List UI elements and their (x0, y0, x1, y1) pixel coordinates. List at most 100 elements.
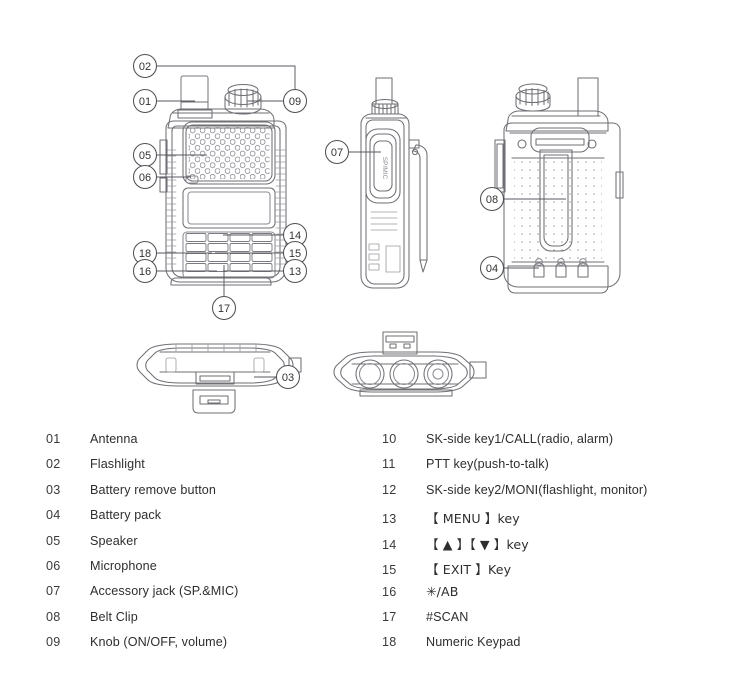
legend-label: Battery remove button (90, 482, 217, 497)
legend-label: Flashlight (90, 457, 145, 472)
svg-text:08: 08 (486, 194, 498, 206)
battery-latch (195, 371, 235, 385)
volume-knob (224, 83, 262, 115)
keypad (182, 231, 276, 279)
legend-label: Antenna (90, 432, 138, 446)
svg-text:13: 13 (289, 266, 301, 278)
callout-01[interactable]: 01 (132, 88, 158, 114)
svg-text:14: 14 (289, 230, 301, 242)
rear-view-drawing (494, 77, 624, 294)
legend-item: 12 SK-side key2/MONI(flashlight, monitor) (382, 483, 727, 508)
legend-item: 15 【 EXIT 】Key (382, 559, 727, 584)
legend-label: Belt Clip (90, 609, 138, 624)
legend-label: Microphone (90, 558, 157, 573)
jack-cover-label: SP/MIC (381, 157, 388, 180)
legend-number: 18 (382, 635, 397, 650)
legend-item: 14 【 ▲ 】【 ▼ 】key (382, 534, 727, 559)
legend-number: 14 (382, 537, 397, 552)
legend-item: 09 Knob (ON/OFF, volume) (46, 635, 386, 660)
legend-number: 10 (382, 432, 397, 446)
callout-06[interactable]: 06 (132, 164, 158, 190)
svg-text:05: 05 (139, 150, 151, 162)
legend-item: 11 PTT key(push-to-talk) (382, 457, 727, 482)
legend-number: 12 (382, 482, 397, 497)
legend-label: #SCAN (426, 609, 469, 624)
legend-item: 13 【 MENU 】key (382, 508, 727, 533)
callout-15[interactable]: 15 (282, 240, 308, 266)
svg-text:02: 02 (139, 61, 151, 73)
legend-label: Speaker (90, 533, 138, 548)
callout-03[interactable]: 03 (275, 364, 301, 390)
callout-05[interactable]: 05 (132, 142, 158, 168)
legend-number: 05 (46, 533, 61, 548)
svg-text:09: 09 (289, 96, 301, 108)
legend-number: 03 (46, 482, 61, 497)
callout-09[interactable]: 09 (282, 88, 308, 114)
legend-number: 13 (382, 512, 397, 527)
svg-text:01: 01 (139, 96, 151, 108)
side-view-drawing: SP/MIC (360, 77, 428, 289)
legend-number: 08 (46, 609, 61, 624)
legend-item: 06 Microphone (46, 559, 386, 584)
belt-clip-side (408, 139, 428, 273)
legend-item: 05 Speaker (46, 534, 386, 559)
battery-contacts (507, 258, 609, 294)
legend-item: 10 SK-side key1/CALL(radio, alarm) (382, 432, 727, 457)
svg-text:17: 17 (218, 303, 230, 315)
legend-item: 18 Numeric Keypad (382, 635, 727, 660)
legend-label: 【 ▲ 】【 ▼ 】key (426, 536, 529, 552)
legend-label: Knob (ON/OFF, volume) (90, 635, 228, 650)
legend-label: ✳/AB (426, 584, 459, 600)
legend-item: 02 Flashlight (46, 457, 386, 482)
legend-label: 【 MENU 】key (426, 511, 520, 527)
callout-bubbles: 02 01 09 05 06 14 18 15 (132, 53, 505, 390)
bottom-view-drawing (136, 343, 302, 414)
top-view-drawing (333, 331, 487, 397)
callout-07[interactable]: 07 (324, 139, 350, 165)
legend-column-right: 10 SK-side key1/CALL(radio, alarm) 11 PTT … (382, 432, 727, 661)
legend-label: Numeric Keypad (426, 635, 521, 650)
legend-item: 16 ✳/AB (382, 584, 727, 609)
legend-item: 03 Battery remove button (46, 483, 386, 508)
legend-number: 09 (46, 635, 61, 650)
legend-item: 08 Belt Clip (46, 610, 386, 635)
legend-number: 15 (382, 562, 397, 577)
svg-text:03: 03 (282, 372, 294, 384)
callout-18[interactable]: 18 (132, 240, 158, 266)
svg-text:06: 06 (139, 172, 151, 184)
legend-label: SK-side key1/CALL(radio, alarm) (426, 432, 614, 446)
callout-02[interactable]: 02 (132, 53, 158, 79)
legend-label: 【 EXIT 】Key (426, 561, 512, 577)
callout-08[interactable]: 08 (479, 186, 505, 212)
legend-number: 11 (382, 457, 396, 472)
legend-label: Battery pack (90, 508, 162, 523)
svg-text:04: 04 (486, 263, 498, 275)
legend-column-left: 01 Antenna 02 Flashlight 03 Battery remove … (46, 432, 386, 661)
legend-label: PTT key(push-to-talk) (426, 457, 549, 472)
svg-text:16: 16 (139, 266, 151, 278)
legend-number: 04 (46, 508, 61, 523)
legend-number: 17 (382, 609, 397, 624)
svg-text:18: 18 (139, 248, 151, 260)
front-view-drawing (159, 75, 287, 286)
svg-text:07: 07 (331, 147, 343, 159)
legend-label: Accessory jack (SP.&MIC) (90, 584, 239, 599)
belt-clip-rear (517, 127, 597, 252)
legend-number: 02 (46, 457, 61, 472)
legend-number: 16 (382, 585, 397, 600)
legend-label: SK-side key2/MONI(flashlight, monitor) (426, 482, 648, 497)
accessory-jack-cover: SP/MIC (365, 128, 401, 204)
callout-13[interactable]: 13 (282, 258, 308, 284)
lcd-screen (182, 187, 276, 229)
legend-item: 17 #SCAN (382, 610, 727, 635)
legend-number: 06 (46, 558, 61, 573)
callout-17[interactable]: 17 (211, 295, 237, 321)
legend-item: 04 Battery pack (46, 508, 386, 533)
svg-text:15: 15 (289, 248, 301, 260)
callout-04[interactable]: 04 (479, 255, 505, 281)
callout-16[interactable]: 16 (132, 258, 158, 284)
legend-item: 01 Antenna (46, 432, 386, 457)
legend-number: 01 (46, 432, 61, 446)
